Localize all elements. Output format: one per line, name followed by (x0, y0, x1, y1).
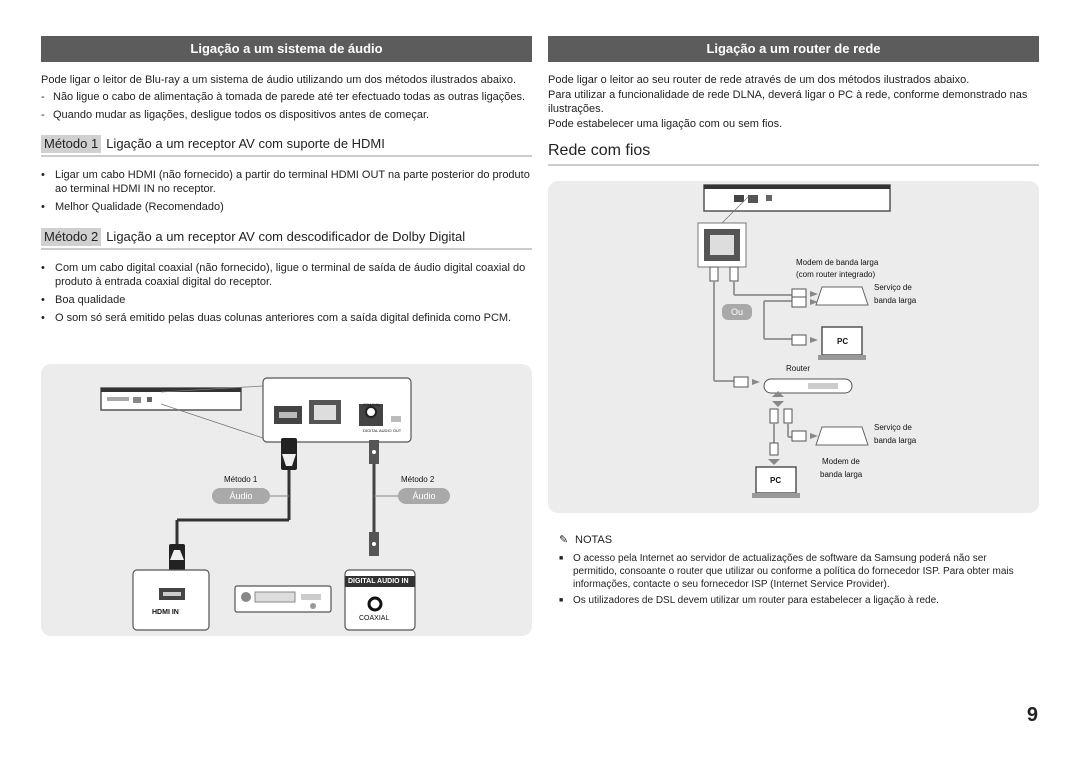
service-2-label-1: Serviço de (874, 423, 912, 432)
list-item: •O som só será emitido pelas duas coluna… (41, 312, 512, 324)
modem-router-label-2: (com router integrado) (796, 270, 876, 279)
method2-heading: Método 2 Ligação a um receptor AV com de… (41, 228, 532, 250)
method2-tag: Método 2 (41, 228, 102, 246)
service-2-label-2: banda larga (874, 436, 917, 445)
audio-pill-2: Áudio (398, 488, 450, 504)
lan-label: LAN (321, 430, 331, 436)
audio-diagram-graphic (100, 377, 416, 631)
hdmi-in-label: HDMI IN (152, 609, 179, 616)
list-item: •Melhor Qualidade (Recomendado) (41, 201, 224, 213)
coaxial-port-label: COAXIAL (363, 402, 381, 407)
square-bullet-icon: ■ (559, 555, 564, 562)
modem-router-device (815, 286, 869, 306)
wired-subtitle: Rede com fios (548, 141, 1039, 166)
modem-label-1: Modem de (822, 457, 860, 466)
notes-title: NOTAS (575, 534, 613, 546)
or-pill: Ou (722, 304, 752, 320)
audio-diagram: HDMI OUT LAN COAXIAL DIGITAL AUDIO OUT M… (41, 364, 532, 636)
service-1-label-1: Serviço de (874, 283, 912, 292)
method1-title: Ligação a um receptor AV com suporte de … (106, 136, 385, 151)
digital-audio-in-label: DIGITAL AUDIO IN (348, 578, 409, 585)
network-diagram: Modem de banda larga (com router integra… (548, 181, 1039, 513)
network-intro-1: Pode ligar o leitor ao seu router de red… (548, 74, 970, 86)
note-item: ■ Os utilizadores de DSL devem utilizar … (559, 595, 939, 606)
network-section-header: Ligação a um router de rede (548, 36, 1039, 62)
network-diagram-graphic (697, 184, 891, 498)
audio-section-header: Ligação a um sistema de áudio (41, 36, 532, 62)
pencil-icon: ✎ (559, 534, 569, 546)
pc-2-device (755, 466, 797, 494)
network-intro-2: Para utilizar a funcionalidade de rede D… (548, 89, 1028, 115)
hdmi-out-label: HDMI OUT (307, 430, 332, 436)
note-item: ■ O acesso pela Internet ao servidor de … (559, 553, 1014, 590)
coaxial-in-label: COAXIAL (359, 615, 390, 622)
page-number: 9 (1026, 704, 1038, 726)
square-bullet-icon: ■ (559, 597, 564, 604)
pc-2-label: PC (770, 476, 782, 485)
audio-intro: Pode ligar o leitor de Blu-ray a um sist… (41, 74, 517, 86)
modem-device (815, 426, 869, 446)
list-item: •Com um cabo digital coaxial (não fornec… (41, 262, 526, 288)
method1-label: Método 1 (224, 475, 258, 484)
method1-heading: Método 1 Ligação a um receptor AV com su… (41, 135, 532, 157)
modem-label-2: banda larga (820, 470, 863, 479)
router-label: Router (786, 364, 811, 373)
method2-label: Método 2 (401, 475, 435, 484)
network-section: Ligação a um router de rede Pode ligar o… (548, 36, 1039, 166)
method1-tag: Método 1 (41, 135, 102, 153)
network-intro-3: Pode estabelecer uma ligação com ou sem … (548, 118, 783, 130)
modem-router-label-1: Modem de banda larga (796, 258, 879, 267)
notes-section: ✎ NOTAS ■ O acesso pela Internet ao serv… (559, 533, 1029, 607)
notes-heading: ✎ NOTAS (559, 533, 1029, 547)
audio-section: Ligação a um sistema de áudio Pode ligar… (41, 36, 532, 325)
pc-1-label: PC (837, 337, 849, 346)
digital-audio-out-label: DIGITAL AUDIO OUT (363, 428, 402, 433)
dash-item: -Quando mudar as ligações, desligue todo… (41, 109, 430, 121)
dash-item: -Não ligue o cabo de alimentação à tomad… (41, 91, 526, 103)
audio-pill-1: Áudio (212, 488, 270, 504)
service-1-label-2: banda larga (874, 296, 917, 305)
list-item: •Boa qualidade (41, 294, 126, 306)
list-item: •Ligar um cabo HDMI (não fornecido) a pa… (41, 169, 530, 195)
method2-title: Ligação a um receptor AV com descodifica… (106, 229, 466, 244)
